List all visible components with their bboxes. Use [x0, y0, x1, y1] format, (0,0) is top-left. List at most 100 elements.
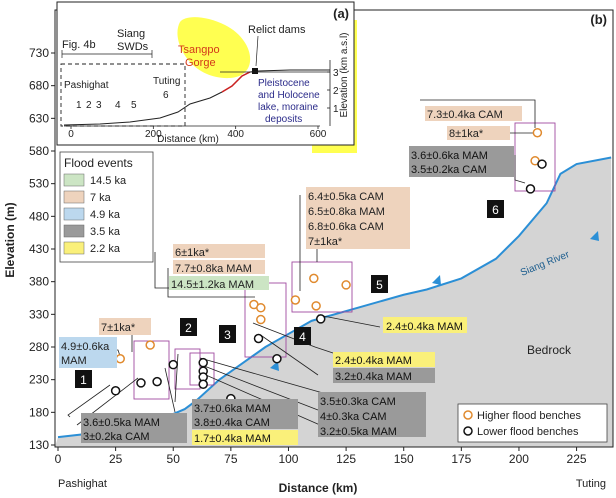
site-tag-label: 6 [492, 203, 499, 217]
age-label: 6.8±0.6ka CAM [308, 221, 384, 233]
inset-site-number: 5 [131, 100, 137, 111]
higher-bench-point [115, 354, 125, 364]
age-label: 6.5±0.8ka MAM [308, 206, 385, 218]
x-tick-label: 175 [451, 452, 471, 466]
age-label: 2.4±0.4ka MAM [335, 355, 412, 367]
inset-site-number: 3 [96, 100, 102, 111]
data-points [110, 127, 547, 404]
inset-gorge-label-2: Gorge [185, 57, 216, 69]
site-tag-4 [294, 327, 311, 345]
age-labels: 7±1ka* 4.9±0.6ka MAM 3.6±0.5ka MAM 3±0.2… [59, 106, 522, 445]
legend-swatch [63, 224, 85, 238]
site-tag-3 [219, 325, 236, 343]
y-tick-label: 730 [29, 46, 49, 60]
leader [167, 268, 255, 298]
leader [199, 357, 331, 396]
age-label: MAM [61, 355, 87, 367]
y-tick-label: 530 [29, 177, 49, 191]
site-tag-label: 4 [299, 330, 306, 344]
bedrock-area [55, 157, 613, 448]
inset-panel: (a) Fig. 4b Siang SWDs Pashighat Tuting … [56, 1, 357, 153]
site-tag-label: 1 [80, 373, 87, 387]
higher-bench-point [341, 280, 351, 290]
marker-legend-label: Higher flood benches [477, 410, 581, 422]
legend-swatch [63, 207, 85, 221]
legend-item-label: 2.2 ka [90, 243, 121, 255]
x-tick-label: 125 [336, 452, 356, 466]
age-label-box [99, 318, 151, 335]
lower-bench-point [272, 354, 282, 364]
lower-bench-point [168, 359, 178, 370]
site-tag-6 [487, 200, 504, 218]
x-tick-label: 100 [278, 452, 298, 466]
legend-title: Flood events [64, 156, 133, 170]
leader [198, 363, 319, 411]
leader [198, 371, 321, 426]
site-tag-label: 2 [185, 321, 192, 335]
legend-items: 14.5 ka7 ka4.9 ka3.5 ka2.2 ka [63, 173, 127, 255]
age-label: 3±0.2ka CAM [83, 431, 150, 443]
inset-x-tick-label: 400 [227, 129, 244, 140]
age-label: 7.3±0.4ka CAM [427, 109, 503, 121]
age-label-box [383, 317, 467, 333]
inset-panel-label: (a) [333, 6, 349, 21]
inset-x-tick-label: 600 [310, 129, 327, 140]
x-end-label-right: Tuting [576, 478, 606, 490]
x-tick-label: 25 [109, 452, 123, 466]
inset-site-number: 6 [163, 90, 169, 101]
marker-legend-swatch-higher [463, 410, 473, 420]
site-box-5 [291, 261, 353, 313]
river-flow-arrow [432, 275, 441, 285]
inset-fig-ref: Fig. 4b [62, 39, 96, 51]
inset-gorge-segment [221, 71, 251, 93]
inset-site-number: 4 [115, 100, 121, 111]
age-label: 3.7±0.6ka MAM [194, 403, 271, 415]
inset-lake-label-4: deposits [265, 114, 302, 125]
higher-bench-point [290, 295, 301, 305]
age-label-box [447, 126, 510, 140]
age-label-box [409, 146, 514, 177]
inset-gorge-label-1: Tsangpo [178, 44, 220, 56]
age-label-box [59, 337, 117, 368]
age-label: 7.7±0.8ka MAM [175, 263, 252, 275]
x-tick-label: 200 [509, 452, 529, 466]
inset-lake-label-1: Pleistocene [258, 78, 310, 89]
x-axis-label: Distance (km) [279, 481, 358, 495]
age-label-box [318, 392, 426, 437]
inset-dams-label: Relict dams [248, 24, 306, 36]
inset-highlight-gorge [177, 17, 251, 79]
site-tag-1 [75, 370, 92, 388]
age-label: 7±1ka* [308, 236, 343, 248]
lower-bench-point [198, 379, 208, 389]
y-tick-label: 230 [29, 373, 49, 387]
age-label: 3.6±0.6ka MAM [411, 150, 488, 162]
lower-bench-point [110, 386, 121, 396]
age-label-box [306, 187, 410, 249]
y-tick-label: 630 [29, 111, 49, 125]
site-tags: 1 2 3 4 5 6 [75, 200, 504, 388]
inset-dams-pointer [255, 35, 259, 67]
age-label-box [192, 399, 298, 429]
inset-y-ticks: 123 [327, 68, 339, 115]
marker-legend: Higher flood benches Lower flood benches [457, 403, 608, 443]
age-label: 6±1ka* [175, 247, 210, 259]
inset-relict-dam-marker [252, 68, 258, 74]
river-flow-arrow-2 [590, 231, 599, 241]
site-tag-2 [180, 318, 197, 336]
age-label-box [169, 276, 269, 290]
lower-bench-point [198, 357, 208, 368]
leader [174, 353, 179, 403]
panel-b-label: (b) [590, 12, 607, 27]
inset-y-tick-label: 2 [333, 86, 339, 97]
inset-site-number: 1 [76, 100, 82, 111]
x-tick-label: 150 [394, 452, 414, 466]
y-tick-label: 430 [29, 242, 49, 256]
inset-lake-label-3: lake, moraine [258, 102, 318, 113]
lower-bench-point [253, 333, 264, 344]
y-axis-label: Elevation (m) [3, 202, 17, 277]
inset-x-tick-label: 0 [68, 129, 74, 140]
inset-pashighat-label: Pashighat [64, 80, 109, 91]
